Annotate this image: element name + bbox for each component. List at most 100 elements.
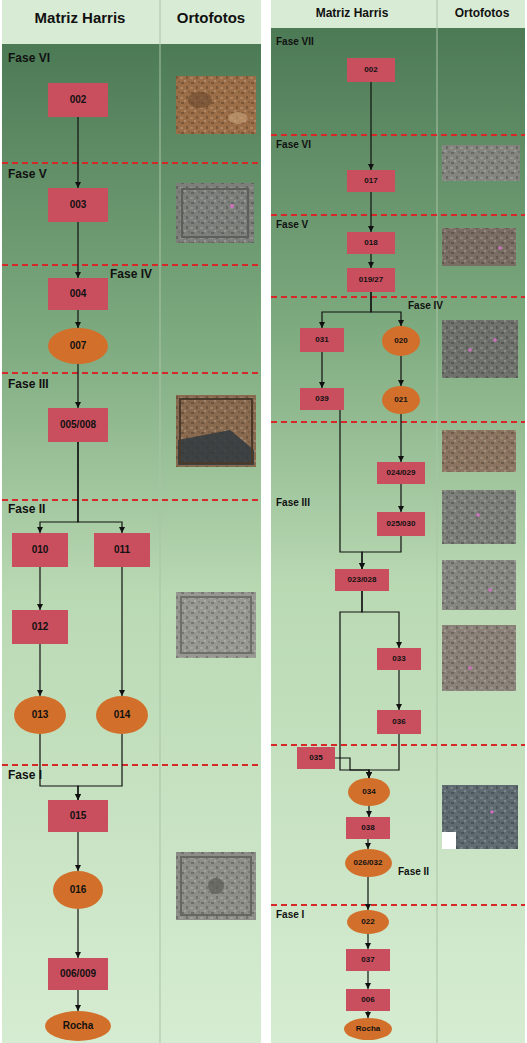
unit-box: 002	[48, 83, 108, 117]
unit-number: 031	[315, 336, 328, 344]
connector-arrow	[77, 364, 78, 408]
connector-arrow	[340, 591, 369, 778]
unit-number: Rocha	[356, 1025, 380, 1033]
unit-box: 012	[12, 610, 68, 644]
orthophoto	[176, 592, 256, 658]
column-header: Ortofotos	[177, 10, 245, 27]
unit-number: 003	[70, 200, 87, 210]
connector-arrow	[322, 292, 371, 328]
connector-arrow	[370, 82, 371, 170]
unit-number: 011	[114, 545, 130, 555]
phase-label: Fase V	[276, 219, 308, 230]
connector-arrow	[367, 971, 368, 989]
connector-arrow	[77, 222, 78, 278]
connector-arrow	[77, 832, 78, 871]
unit-number: 015	[70, 811, 87, 821]
unit-box: 038	[346, 817, 390, 839]
connector-arrow	[368, 806, 369, 817]
context-ellipse: Rocha	[344, 1018, 392, 1040]
connector-arrow	[362, 591, 399, 648]
orthophoto	[442, 320, 518, 378]
panel-ground	[2, 44, 261, 1043]
connector-arrow	[367, 839, 368, 849]
connector-arrow	[400, 414, 401, 462]
column-divider	[437, 0, 438, 1043]
context-ellipse: 014	[96, 696, 148, 734]
unit-number: 022	[361, 918, 374, 926]
unit-number: 010	[32, 545, 49, 555]
ellipse-shape	[382, 326, 420, 356]
unit-number: 016	[70, 885, 87, 895]
unit-box: 005/008	[48, 408, 108, 442]
panel-header	[2, 0, 261, 44]
unit-number: 002	[364, 66, 377, 74]
unit-box: 037	[346, 949, 390, 971]
context-ellipse: 020	[382, 326, 420, 356]
connector-arrow	[400, 356, 401, 386]
connector-arrow	[39, 567, 40, 610]
unit-box: 015	[48, 800, 108, 832]
phase-label: Fase V	[8, 168, 47, 181]
unit-number: 023/028	[348, 576, 377, 584]
connector-arrow	[367, 1011, 368, 1018]
connector-arrow	[121, 567, 122, 696]
phase-label: Fase IV	[408, 300, 443, 311]
orthophoto	[176, 76, 256, 134]
unit-number: 002	[70, 95, 87, 105]
unit-number: 004	[70, 289, 87, 299]
context-ellipse: 013	[14, 696, 66, 734]
connector-arrow	[370, 192, 371, 232]
phase-label: Fase I	[8, 769, 42, 782]
panel-ground	[271, 28, 525, 1043]
unit-box: 033	[377, 648, 421, 670]
context-ellipse: 034	[348, 778, 390, 806]
connector-arrow	[39, 644, 40, 696]
unit-number: 033	[392, 655, 405, 663]
unit-number: 024/029	[387, 469, 416, 477]
orthophoto	[176, 852, 256, 920]
unit-number: 025/030	[387, 520, 416, 528]
ellipse-shape	[382, 386, 420, 414]
unit-box: 024/029	[377, 462, 425, 484]
context-ellipse: 007	[48, 328, 108, 364]
connector-arrow	[362, 536, 401, 569]
phase-label: Fase II	[8, 503, 45, 516]
unit-number: 007	[70, 341, 87, 351]
unit-number: 006/009	[60, 969, 96, 979]
orthophoto	[442, 625, 516, 691]
unit-box: 006/009	[48, 958, 108, 990]
phase-label: Fase VI	[8, 52, 50, 65]
connector-arrow	[40, 734, 78, 800]
orthophoto	[176, 183, 254, 243]
connector-arrow	[370, 254, 371, 268]
ellipse-shape	[344, 1018, 392, 1040]
unit-number: 034	[362, 788, 375, 796]
unit-number: 038	[361, 824, 374, 832]
unit-box: 019/27	[347, 268, 395, 292]
unit-number: 020	[394, 337, 407, 345]
connector-arrow	[78, 734, 122, 800]
column-header: Ortofotos	[455, 7, 510, 20]
phase-label: Fase VI	[276, 139, 311, 150]
connector-arrow	[77, 310, 78, 328]
unit-number: 036	[392, 718, 405, 726]
phase-label: Fase III	[276, 497, 310, 508]
orthophoto	[442, 785, 518, 849]
connector-arrow	[77, 990, 78, 1011]
unit-number: 026/032	[354, 859, 383, 867]
context-ellipse: 021	[382, 386, 420, 414]
unit-number: 039	[315, 395, 328, 403]
orthophoto	[442, 228, 516, 266]
orthophoto	[442, 145, 520, 181]
unit-box: 002	[347, 58, 395, 82]
connector-arrow	[321, 352, 322, 388]
ellipse-shape	[348, 778, 390, 806]
unit-number: 019/27	[359, 276, 383, 284]
column-divider	[160, 0, 161, 1043]
ellipse-shape	[48, 328, 108, 364]
unit-box: 004	[48, 278, 108, 310]
phase-label: Fase III	[8, 378, 49, 391]
unit-number: 017	[364, 177, 377, 185]
connector-arrow	[78, 442, 122, 533]
ellipse-shape	[96, 696, 148, 734]
